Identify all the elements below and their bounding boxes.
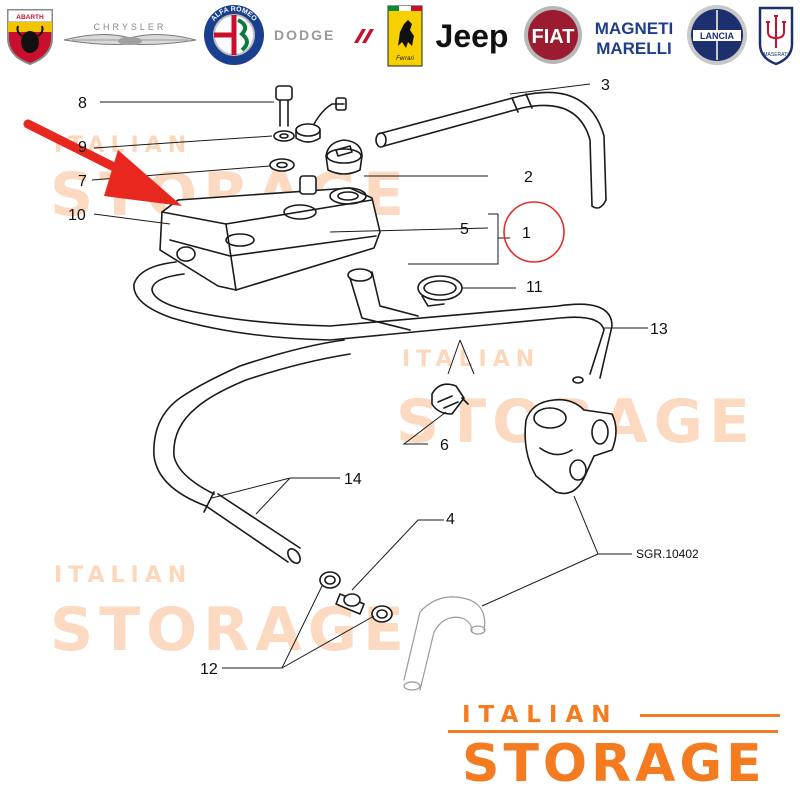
connector-4-drawing (319, 571, 393, 623)
hose-13-drawing (133, 261, 613, 384)
callout-8: 8 (78, 95, 87, 112)
chrysler-logo: CHRYSLER (62, 2, 198, 68)
callout-2: 2 (524, 169, 533, 186)
callout-1: 1 (522, 225, 531, 242)
hose-tank-outlet-drawing (347, 268, 463, 331)
expansion-tank-drawing (159, 187, 381, 291)
callout-4: 4 (446, 511, 455, 528)
jeep-logo: Jeep (428, 2, 516, 68)
dodge-logo-text: DODGE (274, 27, 335, 43)
lancia-logo-text: LANCIA (700, 31, 734, 41)
hose-14-drawing (153, 339, 351, 564)
footer-rule-top (640, 714, 780, 717)
abarth-logo-text: ABARTH (16, 14, 44, 21)
thermostat-housing-drawing (524, 398, 617, 495)
magneti-marelli-logo: MAGNETI MARELLI (588, 2, 680, 68)
callout-labels: 8 9 7 10 3 2 5 1 11 13 6 14 4 12 SGR.104… (68, 77, 699, 678)
reference-code: SGR.10402 (636, 547, 699, 561)
callout-6: 6 (440, 437, 449, 454)
dodge-logo: DODGE (270, 2, 378, 68)
callout-10: 10 (68, 207, 86, 224)
level-sensor-drawing (295, 97, 347, 195)
watermark-italian-3: ITALIAN (54, 563, 193, 588)
hose-3-drawing (375, 91, 607, 209)
alfa-romeo-logo: ALFA ROMEO (202, 2, 266, 68)
fiat-logo: FIAT (522, 2, 584, 68)
italian-storage-brand-logo: ITALIAN STORAGE (448, 702, 788, 798)
jeep-logo-text: Jeep (436, 18, 509, 54)
callout-9: 9 (78, 139, 87, 156)
leader-lines (91, 83, 648, 669)
chrysler-logo-text: CHRYSLER (94, 22, 167, 32)
callout-12: 12 (200, 661, 218, 678)
ferrari-logo-text: Ferrari (396, 56, 414, 62)
footer-rule-bottom (448, 730, 778, 733)
brand-logo-bar: ABARTH CHRYSLER ALFA ROMEO (0, 0, 800, 72)
callout-13: 13 (650, 321, 668, 338)
bolt-assembly-drawing (269, 85, 295, 172)
callout-14: 14 (344, 471, 362, 488)
callout-3: 3 (601, 77, 610, 94)
footer-storage-text: STORAGE (462, 734, 766, 794)
callout-7: 7 (78, 173, 87, 190)
red-arrow-icon (23, 119, 182, 206)
maserati-logo-text: MASERATI (763, 52, 788, 58)
callout-11: 11 (526, 279, 543, 296)
tank-cap-drawing (325, 139, 363, 175)
magneti-logo-text: MAGNETI (595, 19, 673, 38)
ferrari-logo: Ferrari (386, 2, 424, 68)
marelli-logo-text: MARELLI (596, 39, 672, 58)
fiat-logo-text: FIAT (532, 26, 575, 48)
maserati-logo: MASERATI (754, 2, 798, 68)
footer-italian-text: ITALIAN (462, 702, 619, 728)
highlight-circle (503, 201, 565, 263)
lower-hose-drawing (403, 596, 486, 691)
lancia-logo: LANCIA (684, 2, 750, 68)
abarth-logo: ABARTH (2, 2, 58, 68)
callout-5: 5 (460, 221, 469, 238)
clip-6-drawing (431, 383, 469, 415)
watermark-storage-3: STORAGE (50, 595, 411, 665)
